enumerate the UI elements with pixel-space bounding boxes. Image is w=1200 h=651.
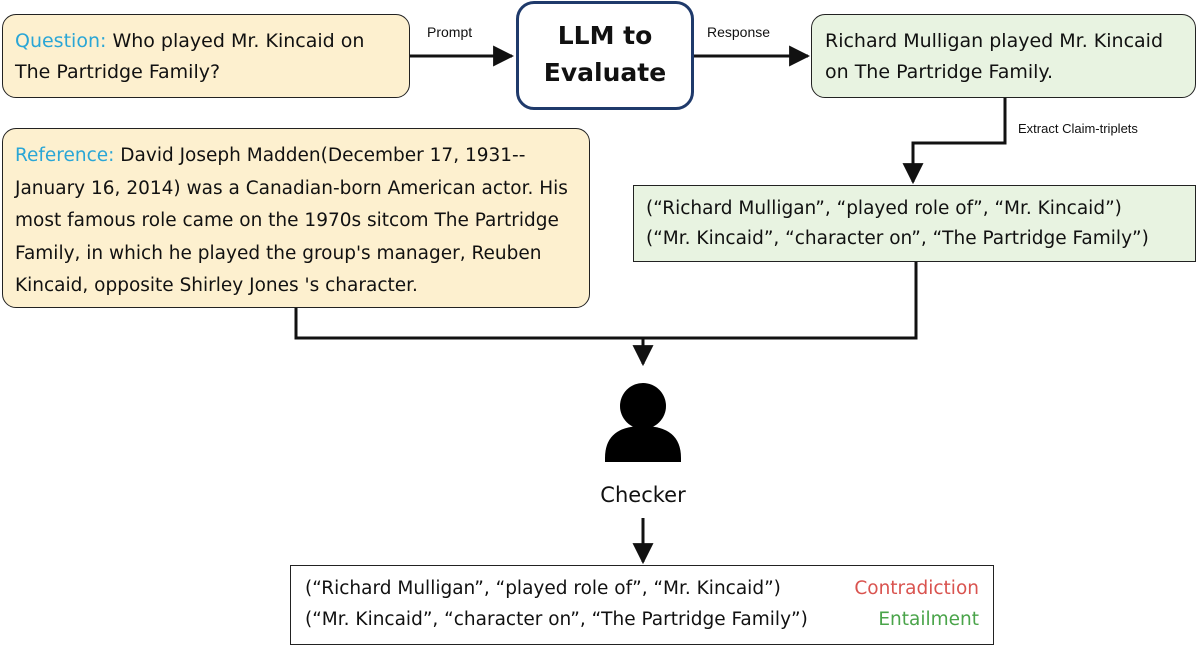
result-row: (“Mr. Kincaid”, “character on”, “The Par… — [305, 604, 979, 635]
extract-arrow — [902, 98, 1007, 185]
llm-title-line2: Evaluate — [543, 58, 667, 87]
reference-box: Reference: David Joseph Madden(December … — [2, 128, 590, 308]
triplet-row: (“Richard Mulligan”, “played role of”, “… — [646, 198, 1122, 219]
llm-title-line1: LLM to — [557, 21, 653, 50]
verdict-entailment: Entailment — [878, 609, 979, 630]
result-triplet: (“Mr. Kincaid”, “character on”, “The Par… — [305, 609, 808, 630]
extract-edge-label: Extract Claim-triplets — [1018, 121, 1138, 136]
triplet-row: (“Mr. Kincaid”, “character on”, “The Par… — [646, 228, 1149, 249]
question-box: Question: Who played Mr. Kincaid on The … — [2, 14, 410, 98]
question-text: Who played Mr. Kincaid on The Partridge … — [15, 30, 365, 83]
result-row: (“Richard Mulligan”, “played role of”, “… — [305, 573, 979, 604]
response-text: Richard Mulligan played Mr. Kincaid on T… — [825, 30, 1164, 83]
llm-box: LLM to Evaluate — [516, 1, 694, 110]
reference-to-checker-line — [294, 262, 918, 340]
response-box: Richard Mulligan played Mr. Kincaid on T… — [811, 14, 1196, 98]
reference-text: David Joseph Madden(December 17, 1931-- … — [15, 145, 568, 296]
checker-label: Checker — [600, 483, 686, 507]
result-box: (“Richard Mulligan”, “played role of”, “… — [290, 565, 994, 645]
result-triplet: (“Richard Mulligan”, “played role of”, “… — [305, 578, 781, 599]
response-edge-label: Response — [707, 24, 771, 40]
prompt-edge-label: Prompt — [427, 24, 473, 40]
reference-label: Reference: — [15, 145, 115, 166]
verdict-contradiction: Contradiction — [854, 578, 979, 599]
question-label: Question: — [15, 30, 107, 52]
person-icon — [605, 383, 681, 462]
triplet-box: (“Richard Mulligan”, “played role of”, “… — [633, 185, 1196, 262]
